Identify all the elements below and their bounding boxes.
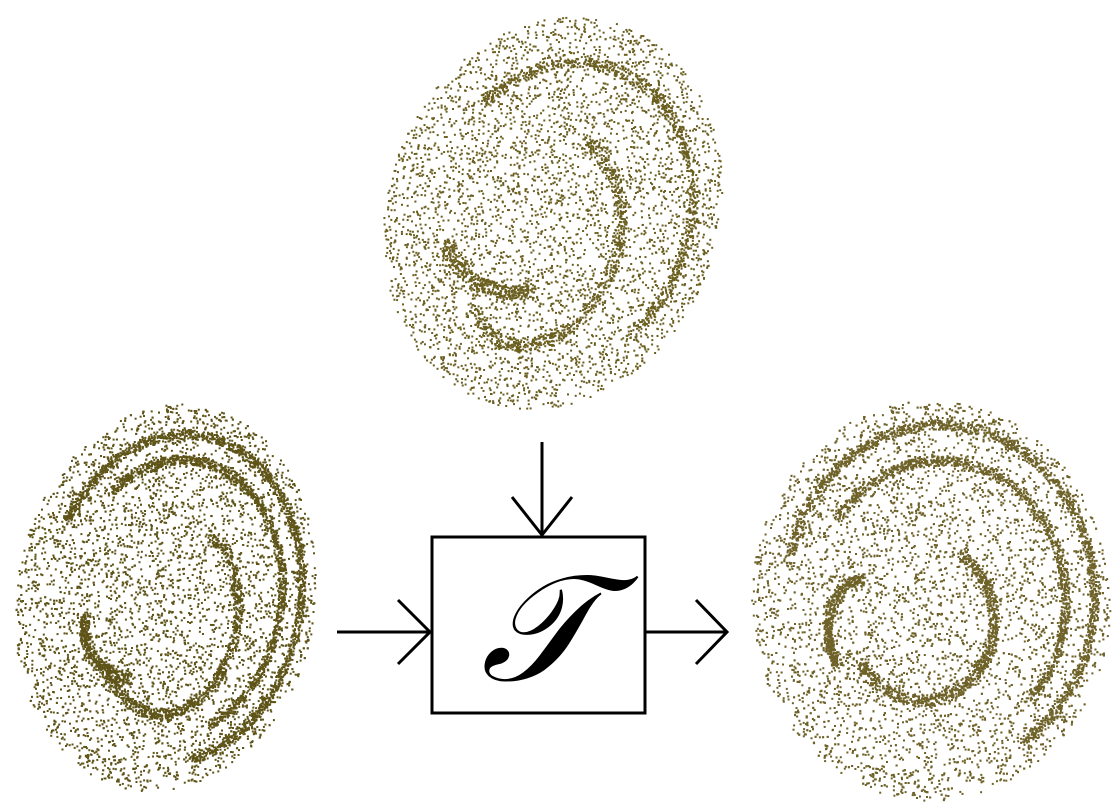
output-ear-cloud [751, 402, 1111, 802]
source-ear-cloud [16, 404, 317, 792]
arrow-left-to-box [337, 600, 430, 664]
arrow-top-to-box [512, 442, 572, 535]
arrow-box-to-output [646, 600, 727, 664]
target-ear-cloud [383, 17, 723, 410]
